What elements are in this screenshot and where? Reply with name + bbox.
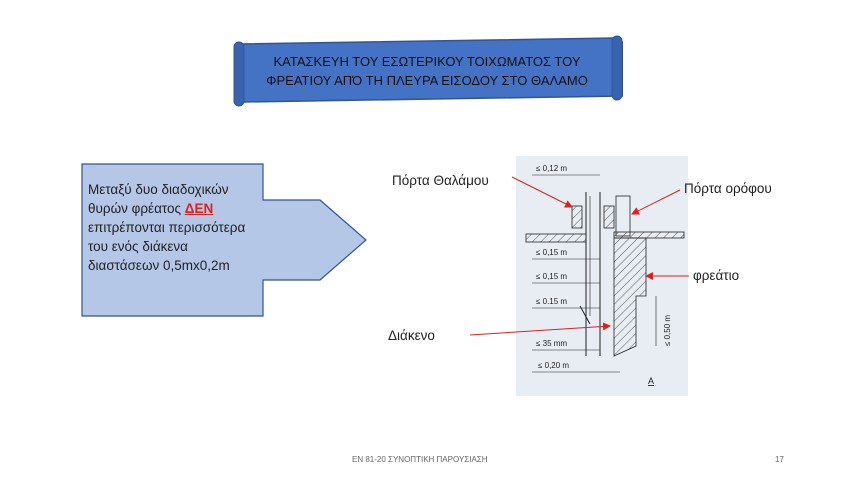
landing-door-block — [603, 205, 615, 229]
dim-015a: ≤ 0,15 m — [536, 248, 567, 257]
view-letter: A — [648, 376, 654, 386]
door-gap-diagram: ≤ 0,12 m ≤ 0,15 m ≤ 0,15 m ≤ 0.15 m ≤ 35… — [516, 156, 688, 396]
label-freatio: φρεάτιο — [693, 268, 740, 283]
car-door-block — [571, 205, 583, 229]
dim-35: ≤ 35 mm — [536, 339, 567, 348]
callout-text-after: επιτρέπονται περισσότερα του ενός διάκεν… — [88, 220, 246, 273]
callout-text: Μεταξύ δυο διαδοχικών θυρών φρέατος ΔΕΝ … — [88, 180, 258, 275]
label-porta-thalamou: Πόρτα Θαλάμου — [392, 173, 489, 188]
title-line-2: ΦΡΕΑΤΙΟΥ ΑΠΌ ΤΗ ΠΛΕΥΡΑ ΕΙΣΟΔΟΥ ΣΤΟ ΘΑΛΑΜ… — [266, 73, 588, 88]
label-porta-orofou: Πόρτα ορόφου — [684, 181, 772, 196]
dim-015b: ≤ 0,15 m — [536, 272, 567, 281]
dim-012: ≤ 0,12 m — [536, 164, 567, 173]
slide-title: ΚΑΤΑΣΚΕΥΗ ΤΟΥ ΕΣΩΤΕΡΙΚΟΥ ΤΟΙΧΩΜΑΤΟΣ ΤΟΥ … — [252, 52, 602, 90]
dim-020: ≤ 0,20 m — [538, 361, 569, 370]
shaft-wall — [613, 237, 647, 357]
dim-015c: ≤ 0.15 m — [536, 297, 567, 306]
dim-050: ≤ 0,50 m — [663, 315, 672, 346]
label-diakeno: Διάκενο — [388, 328, 435, 343]
title-banner — [233, 35, 623, 107]
callout-emphasis: ΔΕΝ — [184, 201, 214, 216]
callout-arrow-shape — [81, 163, 367, 317]
title-line-1: ΚΑΤΑΣΚΕΥΗ ΤΟΥ ΕΣΩΤΕΡΙΚΟΥ ΤΟΙΧΩΜΑΤΟΣ ΤΟΥ — [273, 54, 581, 69]
callout-text-before: Μεταξύ δυο διαδοχικών θυρών φρέατος — [88, 182, 229, 216]
footer-text: EN 81-20 ΣΥΝΟΠΤΙΚΗ ΠΑΡΟΥΣΙΑΣΗ — [352, 455, 488, 464]
page-number: 17 — [775, 455, 784, 464]
